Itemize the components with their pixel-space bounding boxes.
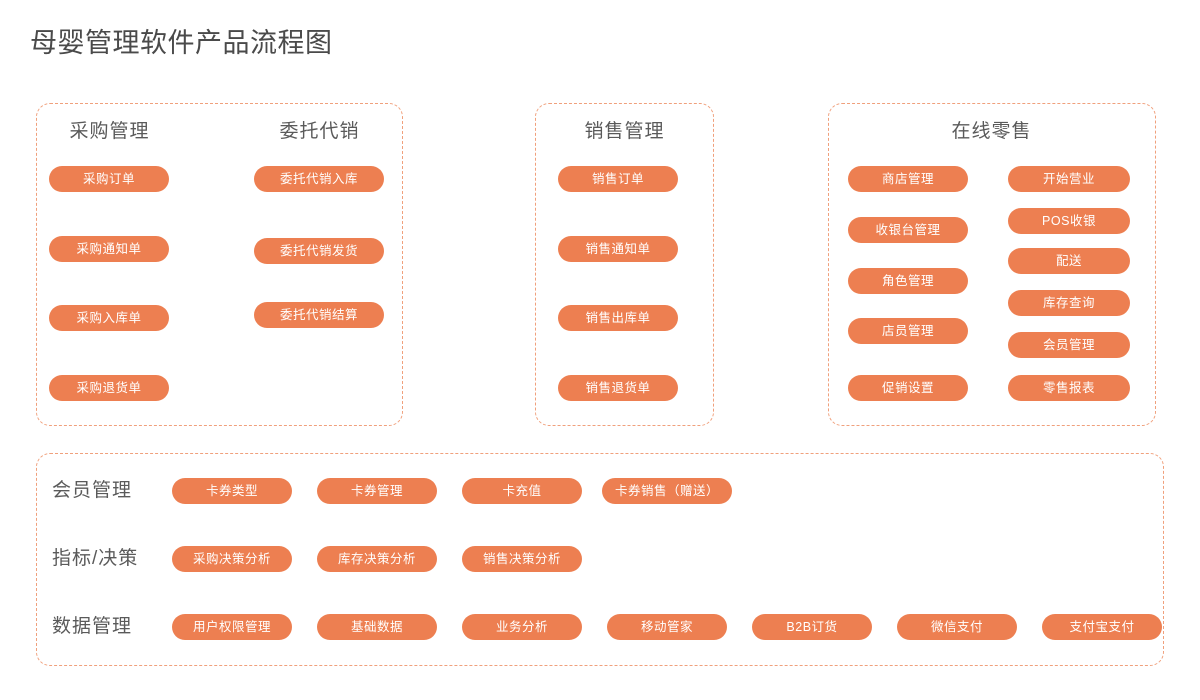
pill-purchase-notice[interactable]: 采购通知单 [49, 236, 169, 262]
pill-role-management[interactable]: 角色管理 [848, 268, 968, 294]
pill-sales-notice[interactable]: 销售通知单 [558, 236, 678, 262]
row-label-data-management: 数据管理 [52, 616, 133, 637]
heading-purchase-management: 采购管理 [69, 121, 150, 142]
pill-inventory-decision-analysis[interactable]: 库存决策分析 [317, 546, 437, 572]
heading-consignment: 委托代销 [279, 121, 360, 142]
pill-b2b-ordering[interactable]: B2B订货 [752, 614, 872, 640]
pill-pos-checkout[interactable]: POS收银 [1008, 208, 1130, 234]
pill-sales-outbound[interactable]: 销售出库单 [558, 305, 678, 331]
pill-business-analysis[interactable]: 业务分析 [462, 614, 582, 640]
pill-card-type[interactable]: 卡券类型 [172, 478, 292, 504]
pill-card-recharge[interactable]: 卡充值 [462, 478, 582, 504]
pill-basic-data[interactable]: 基础数据 [317, 614, 437, 640]
panel-sales-management [535, 103, 714, 426]
pill-sales-order[interactable]: 销售订单 [558, 166, 678, 192]
pill-purchase-return[interactable]: 采购退货单 [49, 375, 169, 401]
pill-consignment-shipment[interactable]: 委托代销发货 [254, 238, 384, 264]
pill-card-management[interactable]: 卡券管理 [317, 478, 437, 504]
pill-purchase-decision-analysis[interactable]: 采购决策分析 [172, 546, 292, 572]
heading-sales-management: 销售管理 [584, 121, 665, 142]
pill-card-sale-gift[interactable]: 卡券销售（赠送） [602, 478, 732, 504]
row-label-metrics-decision: 指标/决策 [52, 548, 139, 569]
panel-online-retail [828, 103, 1156, 426]
page-title: 母婴管理软件产品流程图 [30, 28, 333, 58]
pill-consignment-inbound[interactable]: 委托代销入库 [254, 166, 384, 192]
pill-promotion-settings[interactable]: 促销设置 [848, 375, 968, 401]
pill-purchase-order[interactable]: 采购订单 [49, 166, 169, 192]
pill-inventory-query[interactable]: 库存查询 [1008, 290, 1130, 316]
pill-member-management-retail[interactable]: 会员管理 [1008, 332, 1130, 358]
pill-wechat-pay[interactable]: 微信支付 [897, 614, 1017, 640]
pill-cashier-desk-management[interactable]: 收银台管理 [848, 217, 968, 243]
pill-start-business[interactable]: 开始营业 [1008, 166, 1130, 192]
pill-mobile-steward[interactable]: 移动管家 [607, 614, 727, 640]
pill-clerk-management[interactable]: 店员管理 [848, 318, 968, 344]
pill-sales-return[interactable]: 销售退货单 [558, 375, 678, 401]
pill-retail-report[interactable]: 零售报表 [1008, 375, 1130, 401]
panel-platform-services [36, 453, 1164, 666]
panel-purchase-management [36, 103, 403, 426]
pill-alipay-pay[interactable]: 支付宝支付 [1042, 614, 1162, 640]
heading-online-retail: 在线零售 [951, 121, 1032, 142]
row-label-member-management: 会员管理 [52, 480, 133, 501]
pill-sales-decision-analysis[interactable]: 销售决策分析 [462, 546, 582, 572]
pill-consignment-settlement[interactable]: 委托代销结算 [254, 302, 384, 328]
pill-user-permission-management[interactable]: 用户权限管理 [172, 614, 292, 640]
pill-delivery[interactable]: 配送 [1008, 248, 1130, 274]
pill-purchase-inbound[interactable]: 采购入库单 [49, 305, 169, 331]
pill-store-management[interactable]: 商店管理 [848, 166, 968, 192]
